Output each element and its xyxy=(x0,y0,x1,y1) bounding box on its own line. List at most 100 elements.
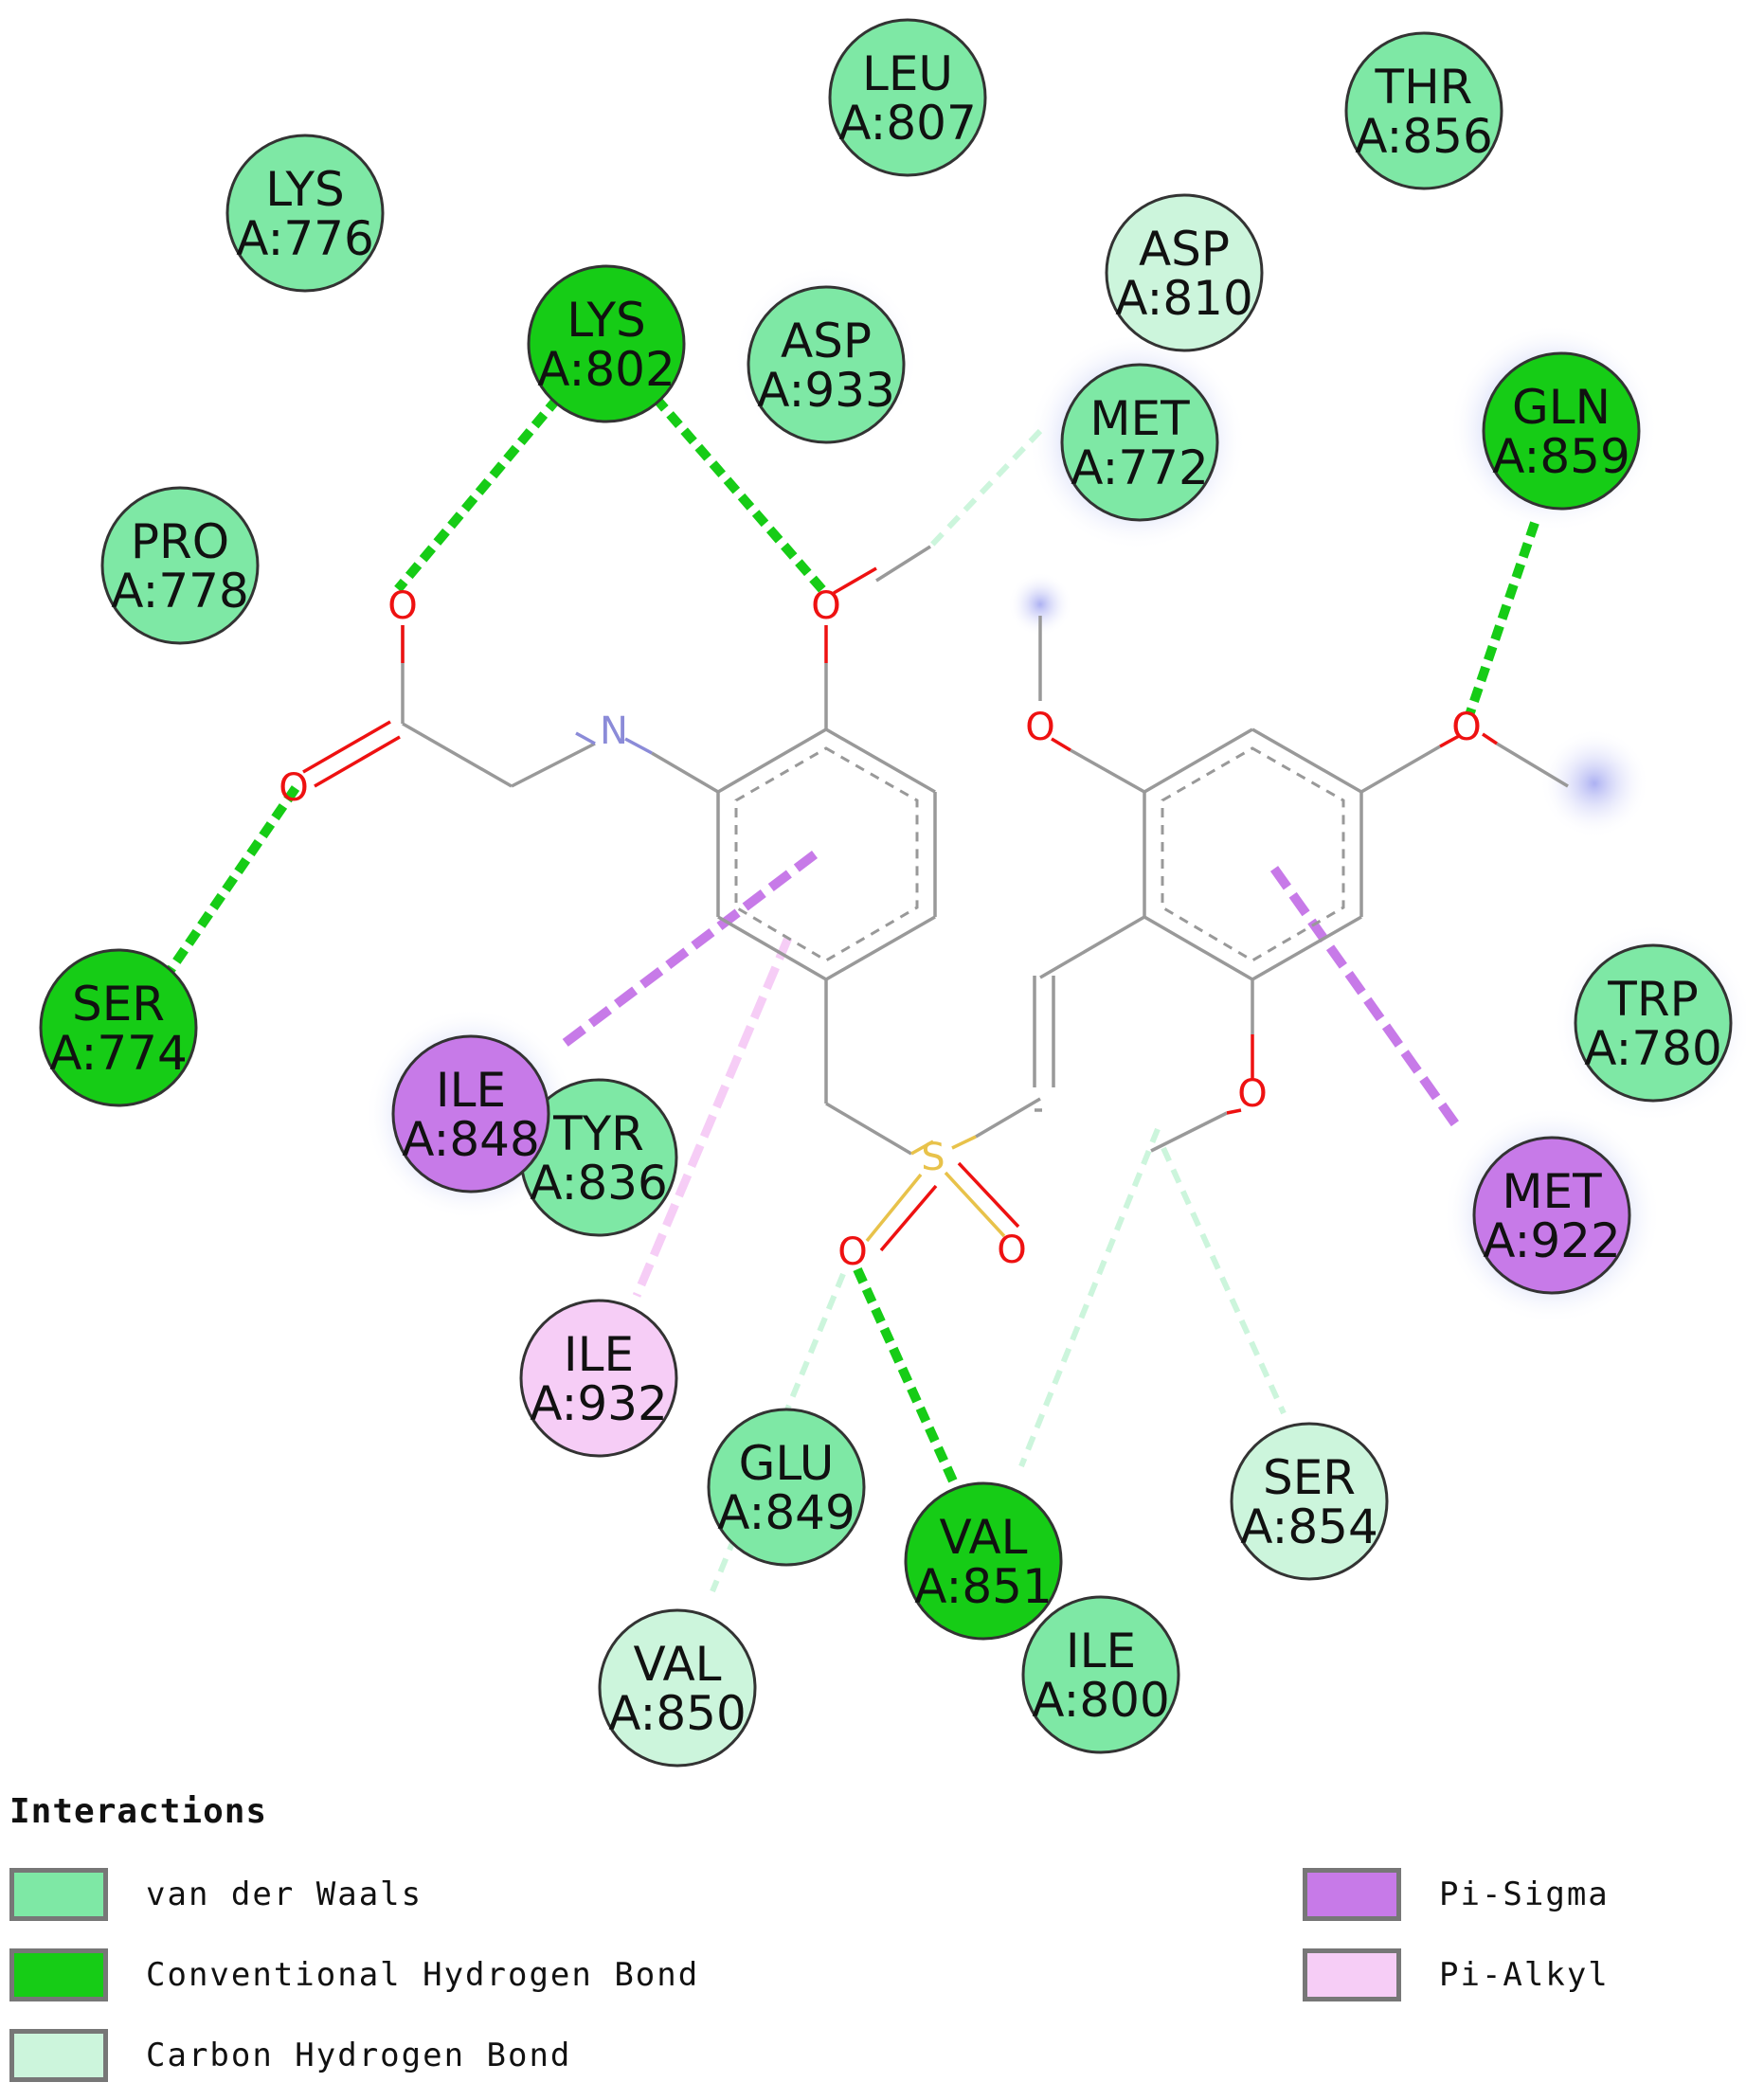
residue-id: A:780 xyxy=(1584,1021,1722,1076)
legend-swatch-vdw xyxy=(9,1868,108,1921)
residue-name: MET xyxy=(1502,1164,1602,1219)
residue-name: ILE xyxy=(436,1063,506,1118)
residue-id: A:851 xyxy=(914,1559,1053,1614)
residue-name: VAL xyxy=(939,1510,1027,1565)
ligand-hetero-bonds xyxy=(302,566,1498,1252)
legend-label-hbond: Conventional Hydrogen Bond xyxy=(146,1956,700,1994)
residue-id: A:774 xyxy=(49,1026,188,1081)
residue-id: A:933 xyxy=(757,363,895,418)
legend-swatch-hbond xyxy=(9,1948,108,2001)
residue-id: A:776 xyxy=(236,211,374,266)
residue-id: A:802 xyxy=(537,342,675,397)
pialkyl-ile932-ring xyxy=(632,936,793,1298)
residue-name: SER xyxy=(72,977,165,1032)
chb-met772-methyl xyxy=(927,428,1043,549)
residue-circle xyxy=(225,134,385,293)
legend-title: Interactions xyxy=(9,1792,268,1831)
legend-item-pialkyl: Pi-Alkyl xyxy=(1303,1948,1610,2001)
residue-name: TYR xyxy=(552,1106,644,1161)
residue-name: VAL xyxy=(633,1637,721,1692)
legend-swatch-pialkyl xyxy=(1303,1948,1401,2001)
legend-label-pisigma: Pi-Sigma xyxy=(1439,1876,1610,1913)
residue-id: A:800 xyxy=(1032,1673,1170,1728)
hbond-lys802-o1 xyxy=(394,394,562,593)
residue-id: A:778 xyxy=(111,564,249,619)
legend-item-pisigma: Pi-Sigma xyxy=(1303,1868,1610,1921)
residue-id: A:932 xyxy=(530,1376,668,1431)
atom-o4: O xyxy=(1025,706,1054,749)
residue-circle xyxy=(1230,1422,1389,1581)
atom-o5: O xyxy=(1451,706,1481,749)
legend-label-vdw: van der Waals xyxy=(146,1876,423,1913)
ligand-bonds xyxy=(401,545,1569,1156)
pisigma-met922-ring xyxy=(1269,866,1464,1132)
residue-circle xyxy=(1482,351,1641,511)
residue-circle xyxy=(747,285,906,444)
residue-id: A:848 xyxy=(402,1112,540,1167)
residue-name: ASP xyxy=(1139,222,1230,277)
residue-id: A:836 xyxy=(530,1156,668,1211)
legend-swatch-chb xyxy=(9,2029,108,2082)
residue-id: A:856 xyxy=(1355,109,1493,164)
residue-id: A:859 xyxy=(1492,429,1630,484)
residue-name: MET xyxy=(1089,391,1190,446)
residue-id: A:807 xyxy=(838,96,977,151)
residue-id: A:849 xyxy=(717,1485,855,1540)
residue-circle xyxy=(904,1481,1063,1641)
atom-o1: O xyxy=(387,584,417,628)
pisigma-ile848-ring xyxy=(555,851,819,1051)
atom-o-sulfonyl-right: O xyxy=(997,1229,1026,1272)
legend-swatch-pisigma xyxy=(1303,1868,1401,1921)
hbond-ser774-o2 xyxy=(162,785,300,978)
residue-circle xyxy=(39,948,198,1107)
legend-label-chb: Carbon Hydrogen Bond xyxy=(146,2037,572,2074)
atom-o2: O xyxy=(279,766,308,810)
atom-n: N xyxy=(600,709,628,753)
residue-name: ILE xyxy=(1066,1624,1136,1678)
residue-circle xyxy=(1574,943,1733,1103)
residue-name: TRP xyxy=(1607,972,1698,1027)
legend-item-hbond: Conventional Hydrogen Bond xyxy=(9,1948,699,2001)
residue-circle xyxy=(707,1408,866,1567)
residue-circle xyxy=(828,18,987,177)
residue-name: SER xyxy=(1263,1450,1356,1505)
chb-ser854-methyl xyxy=(1161,1146,1287,1415)
hbond-gln859-o xyxy=(1465,521,1539,717)
residue-circle xyxy=(1021,1595,1180,1754)
residue-id: A:810 xyxy=(1115,271,1253,326)
atom-o3: O xyxy=(811,584,840,628)
atom-o-sulfonyl-left: O xyxy=(837,1230,867,1274)
ligand-atoms: O N O O S O O O O O xyxy=(279,584,1481,1274)
interaction-lines xyxy=(162,394,1539,1593)
legend-item-chb: Carbon Hydrogen Bond xyxy=(9,2029,571,2082)
residue-circle xyxy=(527,264,686,423)
residue-id: A:772 xyxy=(1071,440,1209,495)
hbond-val851-o xyxy=(853,1266,960,1488)
chb-val851-methyl xyxy=(1018,1127,1161,1468)
legend-item-vdw: van der Waals xyxy=(9,1868,423,1921)
residue-name: ASP xyxy=(781,314,872,368)
residue-name: GLU xyxy=(739,1436,835,1491)
residue-circle xyxy=(391,1034,550,1194)
